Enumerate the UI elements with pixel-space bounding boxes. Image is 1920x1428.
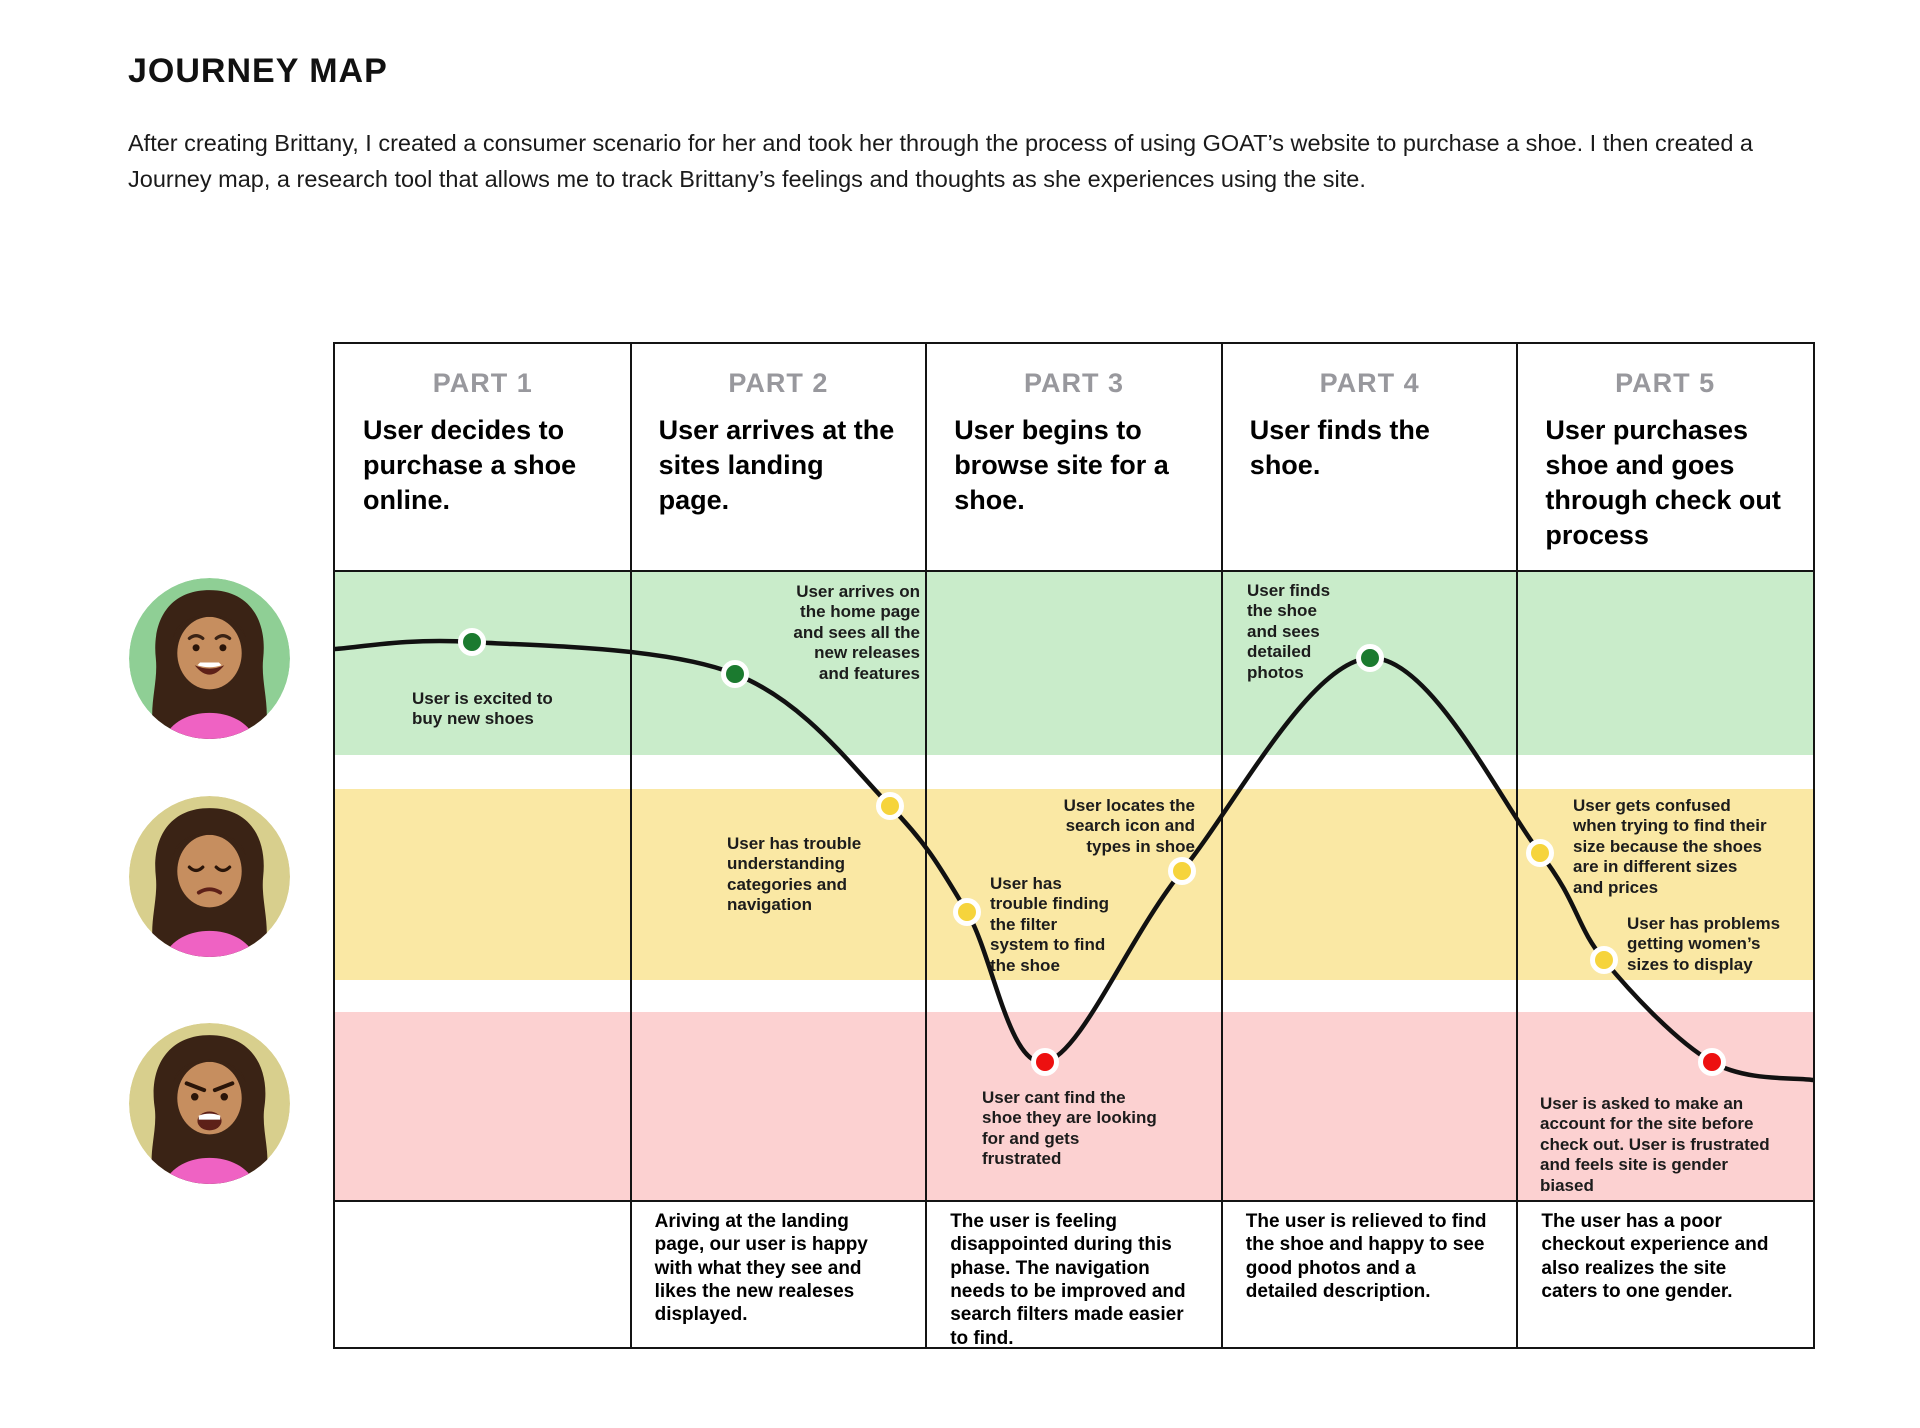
part-label: PART 3 (1023, 368, 1124, 398)
part-label: PART 2 (728, 368, 829, 398)
page-title: JOURNEY MAP (128, 52, 388, 90)
column-header-part3: PART 3 User begins to browse site for a … (926, 344, 1222, 570)
column-divider (1220, 344, 1223, 1347)
part-label: PART 1 (432, 368, 533, 398)
part-heading: User purchases shoe and goes through che… (1545, 415, 1781, 551)
journey-annotation: User arrives on the home page and sees a… (793, 582, 920, 683)
positive-emotion-band (335, 570, 1813, 755)
journey-annotation: User has trouble understanding categorie… (727, 834, 862, 915)
journey-annotation: User cant find the shoe they are looking… (982, 1088, 1157, 1169)
column-header-part2: PART 2 User arrives at the sites landing… (631, 344, 927, 570)
positive-emotion-dot (1356, 644, 1384, 672)
journey-curve-svg (335, 628, 1813, 1083)
displeased-avatar-icon (129, 796, 290, 957)
journey-annotation: User gets confused when trying to find t… (1573, 796, 1767, 897)
part-heading: User decides to purchase a shoe online. (363, 415, 577, 516)
neutral-emotion-dot (1526, 839, 1554, 867)
neutral-emotion-dot (876, 792, 904, 820)
neutral-emotion-dot (1168, 857, 1196, 885)
column-divider (629, 344, 632, 1347)
negative-emotion-band (335, 1012, 1813, 1200)
journey-annotation: User has trouble finding the filter syst… (990, 874, 1109, 975)
happy-avatar-icon (129, 578, 290, 739)
summary-part2: Ariving at the landing page, our user is… (654, 1211, 868, 1326)
column-header-part1: PART 1 User decides to purchase a shoe o… (335, 344, 631, 570)
journey-annotation: User is asked to make an account for the… (1540, 1094, 1770, 1195)
summary-row-divider (335, 1200, 1813, 1202)
journey-annotation: User locates the search icon and types i… (1063, 796, 1195, 856)
journey-annotation: User is excited to buy new shoes (412, 689, 553, 729)
neutral-emotion-dot (1590, 946, 1618, 974)
part-heading: User finds the shoe. (1249, 415, 1430, 481)
summary-part5: The user has a poor checkout experience … (1541, 1211, 1769, 1303)
negative-emotion-dot (1031, 1048, 1059, 1076)
journey-annotation: User has problems getting women’s sizes … (1627, 914, 1781, 974)
intro-text: After creating Brittany, I created a con… (128, 130, 1753, 192)
part-heading: User begins to browse site for a shoe. (954, 415, 1169, 516)
positive-emotion-dot (721, 660, 749, 688)
header-row-divider (335, 570, 1813, 572)
negative-emotion-dot (1698, 1048, 1726, 1076)
summary-part4: The user is relieved to find the shoe an… (1245, 1211, 1487, 1303)
summary-part3: The user is feeling disappointed during … (950, 1211, 1186, 1349)
summary-part1 (335, 1200, 631, 1347)
angry-avatar-icon (129, 1023, 290, 1184)
journey-grid: PART 1 User decides to purchase a shoe o… (333, 342, 1815, 1349)
column-header-part4: PART 4 User finds the shoe. (1222, 344, 1518, 570)
positive-emotion-dot (458, 628, 486, 656)
part-heading: User arrives at the sites landing page. (658, 415, 895, 516)
neutral-emotion-dot (953, 898, 981, 926)
journey-annotation: User finds the shoe and sees detailed ph… (1247, 581, 1331, 682)
column-header-part5: PART 5 User purchases shoe and goes thro… (1517, 344, 1813, 570)
neutral-emotion-band (335, 789, 1813, 980)
column-divider (1516, 344, 1519, 1347)
part-label: PART 5 (1615, 368, 1716, 398)
part-label: PART 4 (1319, 368, 1420, 398)
